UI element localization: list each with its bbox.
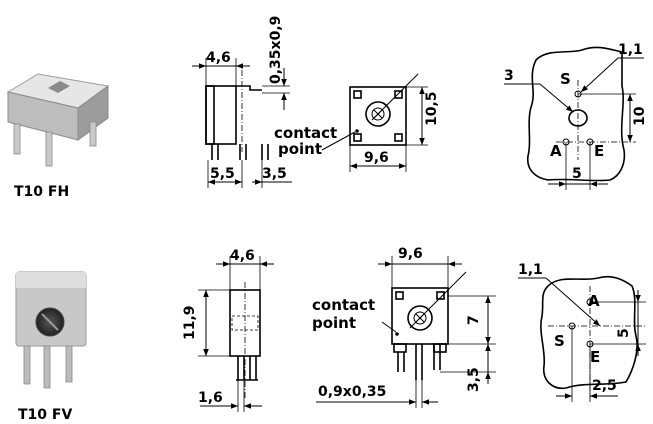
fv-contact-label-line2: point: [312, 314, 356, 332]
fh-pin-e: E: [594, 142, 604, 160]
photo-t10-fv: [15, 271, 87, 389]
product-name-fv: T10 FV: [18, 407, 72, 423]
fh-pattern-pin-label: 1,1: [618, 42, 643, 58]
fv-front-width-label: 9,6: [398, 246, 423, 262]
fv-hole-pattern: [518, 275, 646, 402]
fh-pattern-hole-label: 3: [504, 68, 514, 84]
fv-contact-label-line1: contact: [312, 296, 375, 314]
fv-pattern-height-label: 5: [616, 328, 632, 338]
fv-pin-s: S: [554, 332, 565, 350]
fh-side-width-label: 4,6: [206, 50, 231, 66]
fv-side-view: [198, 256, 274, 412]
fv-front-height-label: 7: [466, 315, 482, 325]
fv-side-height-label: 11,9: [182, 305, 198, 340]
fh-pin-s: S: [560, 70, 571, 88]
fh-pattern-height-label: 10: [632, 106, 648, 126]
fh-front-view: [321, 73, 428, 172]
fh-hole-pattern: [504, 46, 644, 190]
fh-front-width-label: 9,6: [364, 150, 389, 166]
product-name-fh: T10 FH: [14, 184, 69, 200]
fh-side-pin-label: 0,35x0,9: [268, 16, 284, 84]
fv-pin-e: E: [590, 348, 600, 366]
fh-side-pitch-a-label: 5,5: [210, 166, 235, 182]
fv-side-width-label: 4,6: [230, 248, 255, 264]
fv-front-lead-label: 3,5: [466, 367, 482, 392]
fv-side-pin-label: 1,6: [198, 390, 223, 406]
fv-front-view: [316, 256, 496, 408]
fh-pin-a: A: [550, 142, 562, 160]
fv-front-pin-label: 0,9x0,35: [318, 384, 386, 400]
fh-contact-label-line1: contact: [274, 124, 337, 142]
fh-side-view: [192, 58, 292, 188]
fh-side-pitch-b-label: 3,5: [262, 166, 287, 182]
fh-contact-label-line2: point: [278, 140, 322, 158]
fv-pattern-pin-label: 1,1: [518, 262, 543, 278]
fh-pattern-pitch-label: 5: [572, 166, 582, 182]
fh-front-height-label: 10,5: [424, 91, 440, 126]
photo-t10-fh: [6, 73, 110, 167]
fv-pattern-pitch-label: 2,5: [592, 378, 617, 394]
fv-pin-a: A: [588, 292, 600, 310]
